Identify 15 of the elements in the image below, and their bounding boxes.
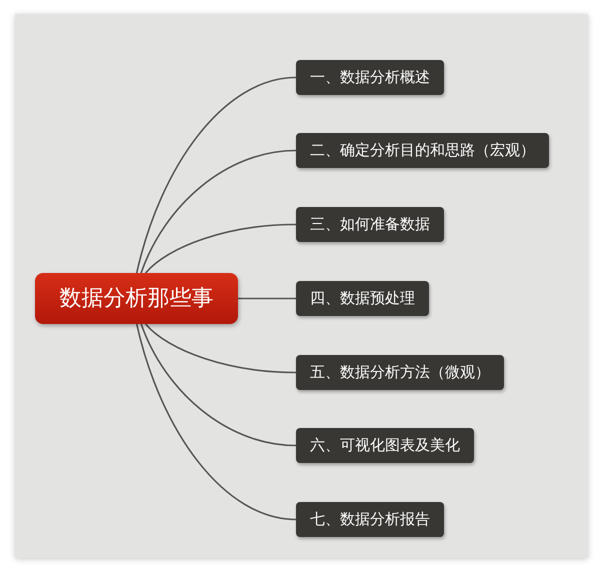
topic-box: 二、确定分析目的和思路（宏观） [296, 133, 549, 168]
topic-box: 四、数据预处理 [296, 281, 429, 316]
topic-box: 七、数据分析报告 [296, 502, 444, 537]
connector-line [140, 324, 296, 446]
connector-line [136, 76, 296, 274]
topic-box: 一、数据分析概述 [296, 60, 444, 95]
central-topic-box: 数据分析那些事 [35, 273, 238, 324]
topic-box: 三、如何准备数据 [296, 207, 444, 242]
topic-box: 六、可视化图表及美化 [296, 428, 474, 463]
topic-box: 五、数据分析方法（微观） [296, 355, 504, 390]
connector-line [140, 150, 296, 274]
connector-line [136, 324, 296, 520]
connector-line [145, 323, 296, 374]
connector-line [238, 298, 296, 300]
connector-line [145, 224, 296, 274]
